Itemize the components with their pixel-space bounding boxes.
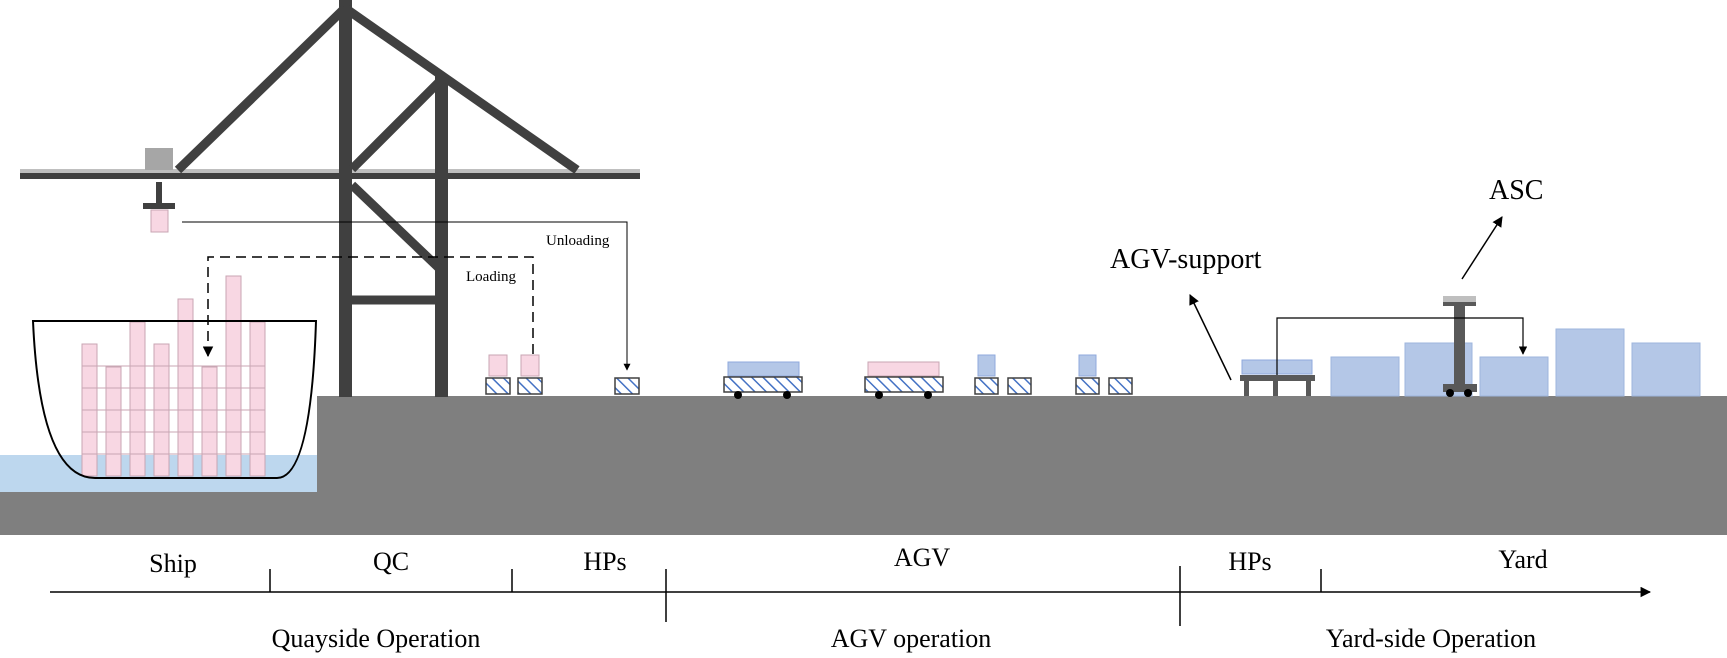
loading-label: Loading (466, 269, 516, 285)
segment-ship: Ship (149, 549, 197, 578)
quay-crane (20, 0, 640, 397)
spreader-container (150, 209, 169, 233)
segment-hps-yard: HPs (1228, 547, 1271, 576)
asc-arrow (1461, 216, 1503, 280)
yard-blocks (1330, 328, 1701, 397)
asc-label: ASC (1489, 175, 1543, 206)
phase-agv: AGV operation (831, 624, 992, 653)
asc-crane (1443, 296, 1477, 397)
phase-yard-side: Yard-side Operation (1326, 624, 1536, 653)
loading-path (202, 256, 534, 370)
segment-qc: QC (373, 547, 409, 576)
segment-hps-quay: HPs (583, 547, 626, 576)
segment-yard: Yard (1498, 545, 1547, 574)
agv-vehicles (723, 361, 944, 399)
asc-transfer-path (1276, 317, 1528, 375)
agv-support-label: AGV-support (1110, 244, 1262, 275)
segment-agv: AGV (894, 543, 951, 572)
quay-ground (317, 396, 1727, 535)
ship-container-stack (81, 275, 266, 477)
quayside-handover-points (485, 354, 640, 395)
ship-hull (31, 320, 318, 479)
phase-quayside: Quayside Operation (272, 624, 481, 653)
unloading-label: Unloading (546, 233, 610, 249)
timeline-ticks (269, 566, 1322, 626)
agv-support-points (974, 354, 1133, 395)
agv-support-arrow (1189, 294, 1232, 381)
unloading-path (182, 221, 631, 371)
